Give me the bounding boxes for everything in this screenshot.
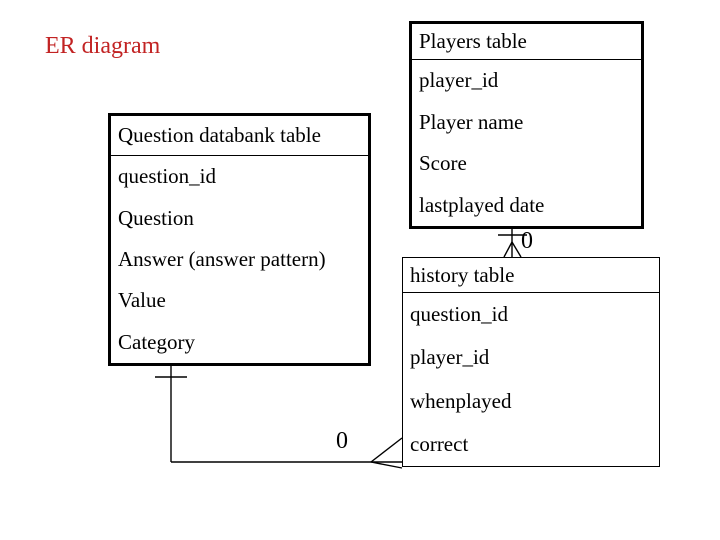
history-table-field-correct: correct — [410, 431, 469, 456]
players-table-entity: Players table player_id Player name Scor… — [409, 21, 644, 229]
history-table-title: history table — [403, 258, 659, 293]
history-table-field-player-id: player_id — [410, 345, 490, 370]
players-table-title: Players table — [412, 24, 641, 60]
question-table-field-category: Category — [118, 329, 195, 354]
history-table-field-question-id: question_id — [410, 302, 508, 327]
players-history-crow-foot-left-leg — [503, 241, 513, 258]
players-table-field-player-id: player_id — [419, 68, 499, 93]
question-history-crow-foot-upper-leg — [370, 437, 403, 463]
question-table-field-question-id: question_id — [118, 164, 216, 189]
slide-title: ER diagram — [45, 33, 161, 59]
history-table-field-whenplayed: whenplayed — [410, 388, 512, 413]
question-history-crow-foot-lower-leg — [370, 461, 403, 469]
question-table-field-answer: Answer (answer pattern) — [118, 247, 326, 272]
players-history-cardinality-label: 0 — [521, 228, 533, 254]
question-history-cardinality-label: 0 — [336, 428, 348, 454]
question-table-field-question: Question — [118, 205, 194, 230]
players-table-field-lastplayed-date: lastplayed date — [419, 192, 545, 217]
question-databank-table-title: Question databank table — [111, 116, 368, 156]
question-databank-table-entity: Question databank table question_id Ques… — [108, 113, 371, 366]
players-table-field-player-name: Player name — [419, 109, 524, 134]
players-table-field-score: Score — [419, 151, 467, 176]
history-table-entity: history table question_id player_id when… — [402, 257, 660, 467]
players-history-crow-foot-right-leg — [511, 241, 522, 258]
question-table-field-value: Value — [118, 288, 166, 313]
